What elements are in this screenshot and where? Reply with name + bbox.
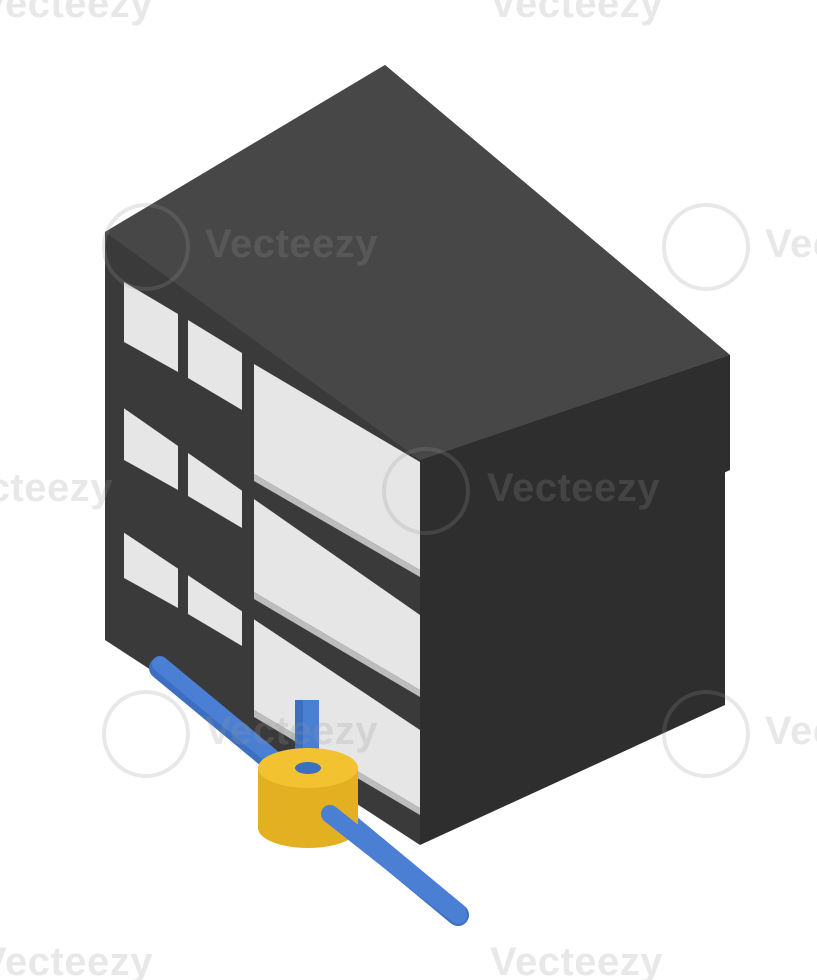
network-connector [149, 656, 469, 926]
server-unit-top [105, 65, 730, 615]
